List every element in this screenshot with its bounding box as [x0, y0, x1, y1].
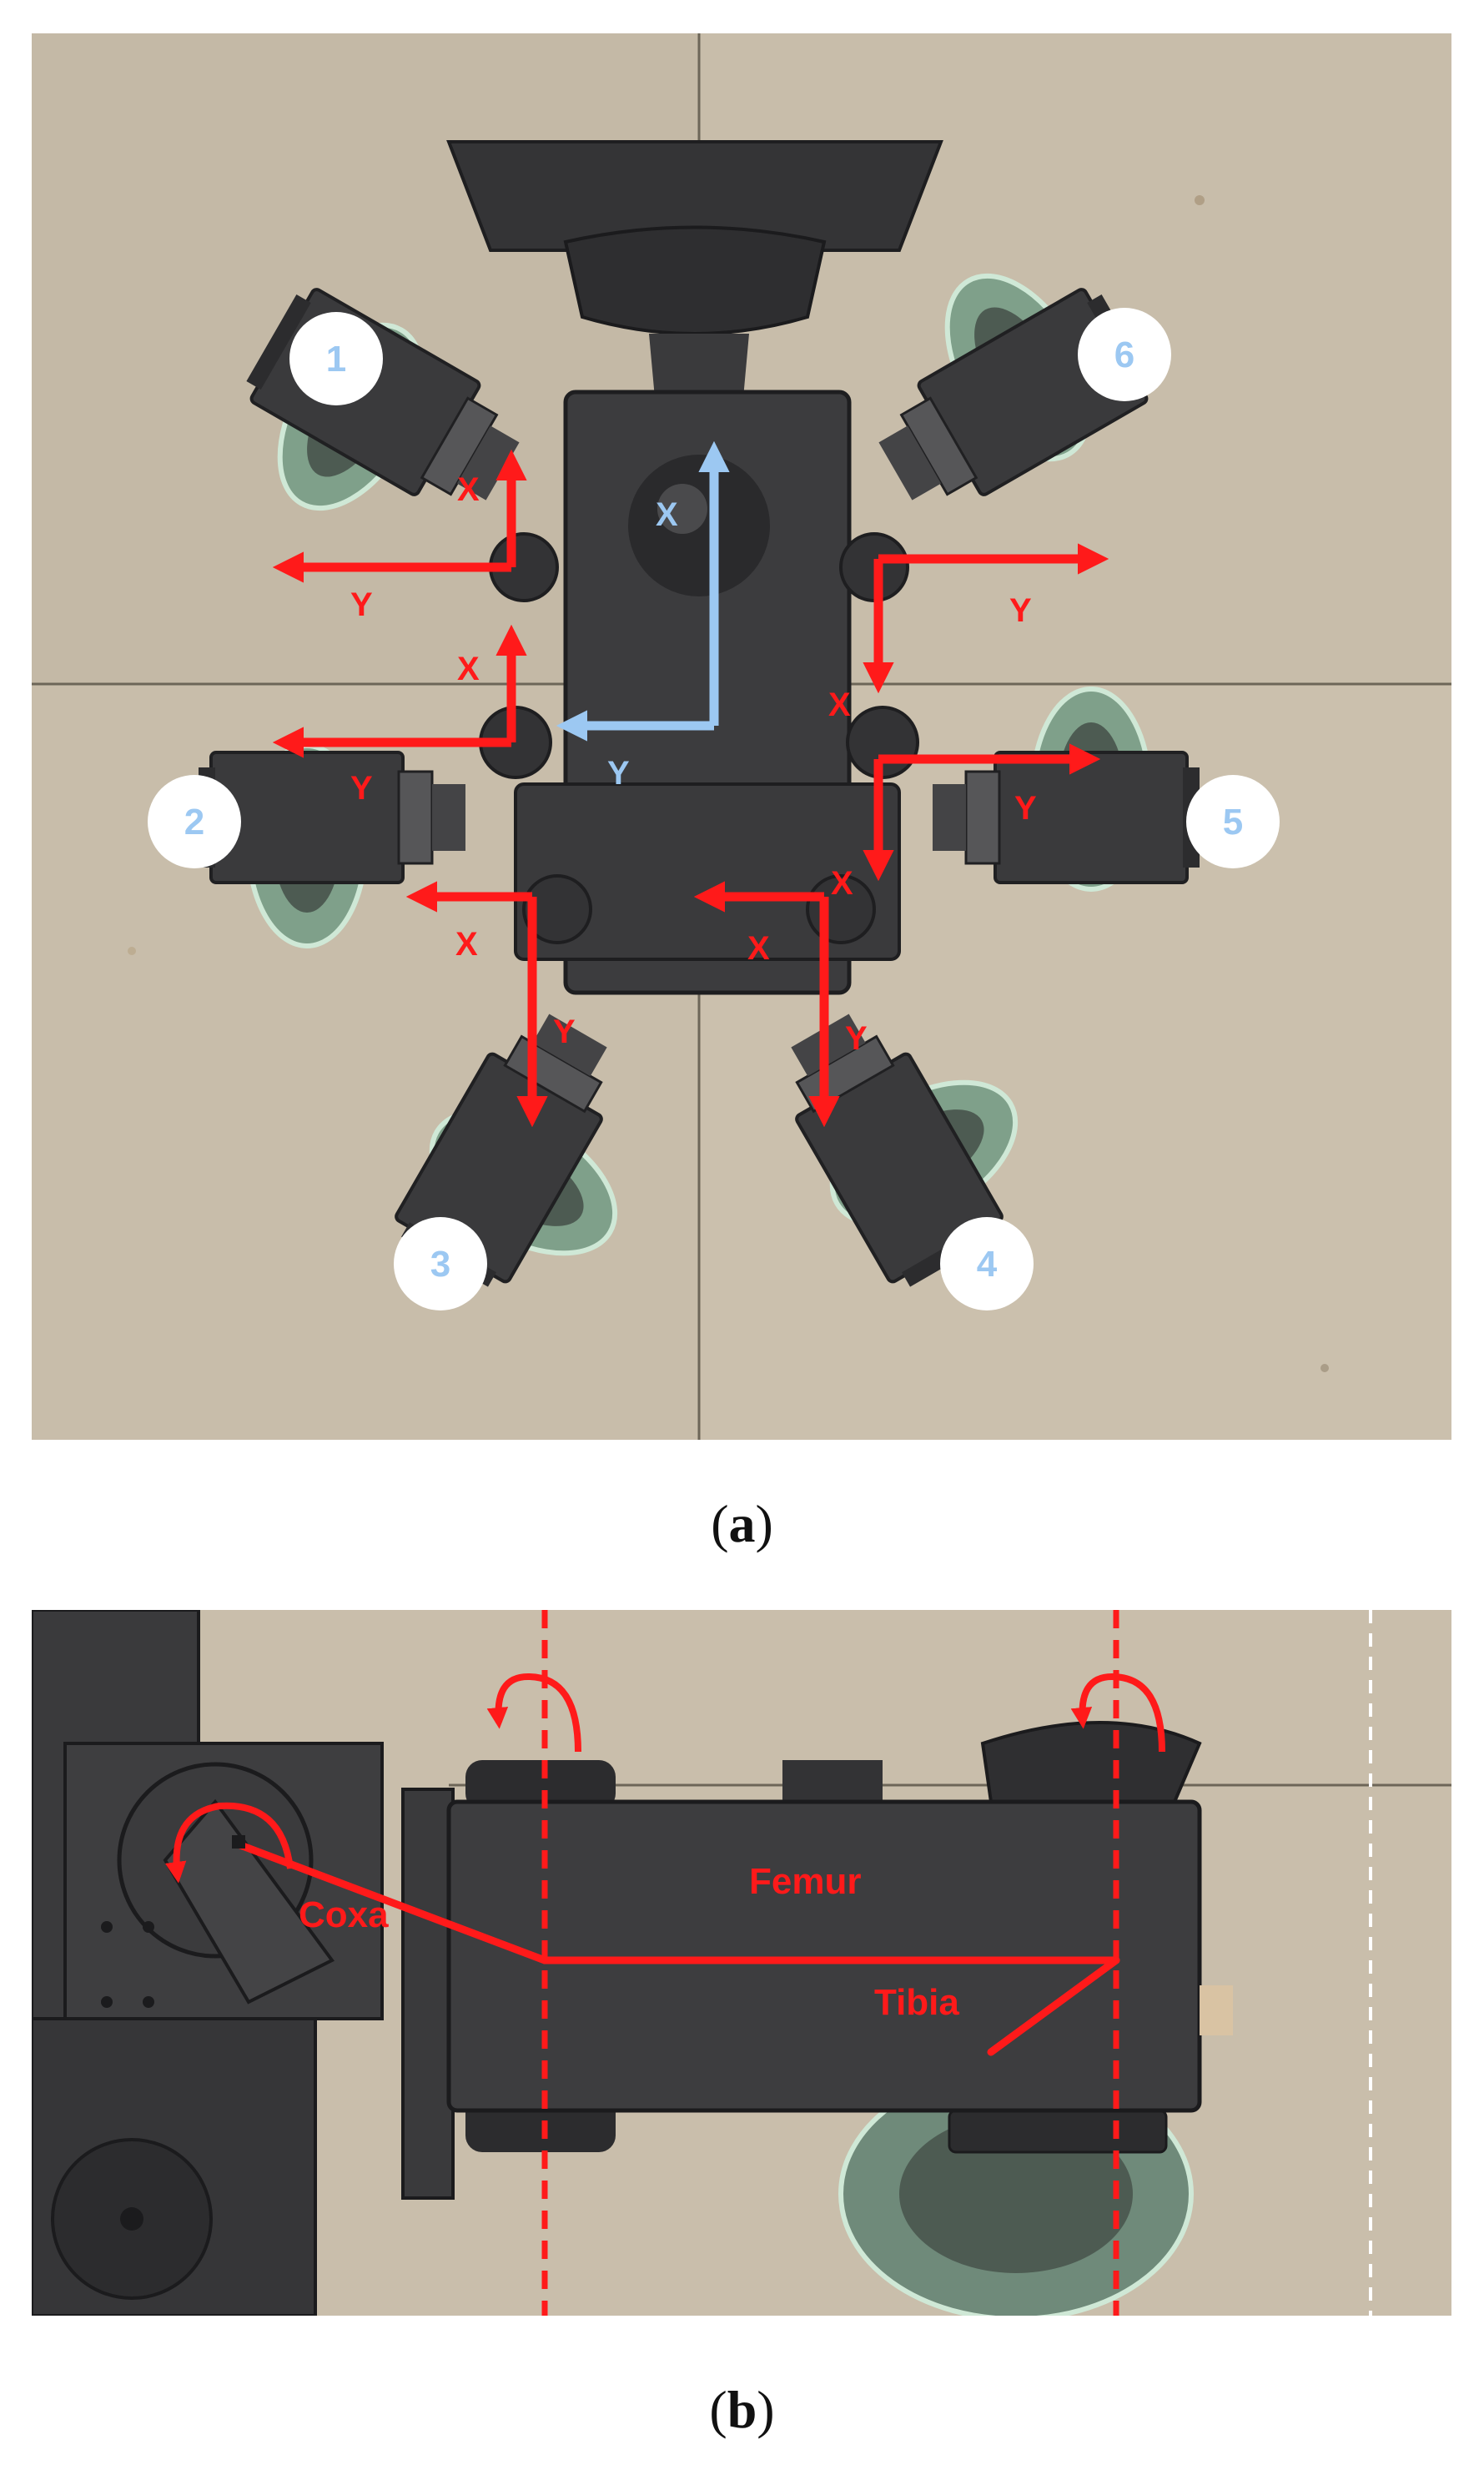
leg-6-badge [1078, 308, 1171, 401]
tibia-link-line [987, 1956, 1120, 2056]
leg-6-y-label: Y [1009, 592, 1032, 629]
body-x-label: X [656, 496, 678, 533]
caption-b: (b) [709, 2380, 775, 2439]
leg-6-x-label: X [828, 687, 851, 723]
caption-a-label: a [728, 1494, 756, 1553]
leg-2-badge [148, 775, 241, 868]
panel-a-top-view: 1 6 2 5 3 4 X Y X Y X Y [32, 33, 1451, 1440]
leg-1-badge [289, 312, 383, 405]
leg-3-badge [394, 1217, 487, 1310]
leg-2-x-label: X [457, 651, 480, 687]
coxa-link-line [232, 1839, 549, 1964]
tibia-rotation-arrow [1070, 1673, 1165, 1753]
leg-5-number: 5 [1223, 802, 1243, 843]
panel-b-leg-closeup: Coxa Femur Tibia [32, 1610, 1451, 2316]
femur-label: Femur [749, 1861, 861, 1902]
leg-1-y-label: Y [350, 586, 373, 623]
leg-6-number: 6 [1114, 335, 1134, 375]
leg-4-badge [940, 1217, 1034, 1310]
femur-rotation-arrow [486, 1673, 581, 1753]
leg-4-y-label: Y [845, 1020, 868, 1057]
leg-3-x-label: X [455, 926, 478, 963]
leg-3-number: 3 [430, 1244, 450, 1285]
leg-3-y-label: Y [553, 1014, 576, 1050]
body-frame-axes [556, 440, 730, 742]
leg-5-badge [1186, 775, 1280, 868]
body-y-label: Y [607, 755, 630, 792]
leg-5-x-label: X [831, 865, 853, 902]
leg-5-y-label: Y [1014, 790, 1037, 827]
robot-body-section [32, 1610, 384, 2316]
leg-2-y-label: Y [350, 770, 373, 807]
caption-b-label: b [727, 2380, 757, 2439]
caption-a: (a) [711, 1494, 773, 1553]
leg-2-number: 2 [184, 802, 204, 843]
leg-number-badges [148, 308, 1280, 1310]
coxa-label: Coxa [299, 1894, 389, 1935]
coxa-rotation-arrow [164, 1802, 294, 1884]
leg-1-x-label: X [457, 471, 480, 508]
leg-1-number: 1 [326, 339, 346, 380]
tibia-label: Tibia [874, 1982, 959, 2023]
leg-4-x-label: X [747, 930, 770, 967]
leg-4-number: 4 [977, 1244, 998, 1285]
leg-frame-axes [272, 449, 1109, 1128]
